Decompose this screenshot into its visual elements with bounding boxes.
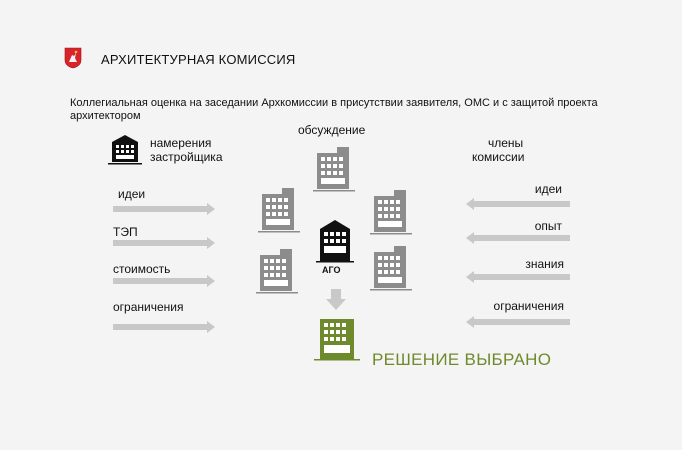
ago-label: АГО — [322, 265, 341, 275]
left-arrow-icon — [466, 232, 570, 244]
page-title: АРХИТЕКТУРНАЯ КОМИССИЯ — [101, 52, 296, 67]
result-label: РЕШЕНИЕ ВЫБРАНО — [372, 350, 552, 369]
left-item-ideas: идеи — [118, 187, 146, 201]
result-building-icon — [314, 317, 360, 368]
right-heading-line1: члены — [488, 136, 524, 150]
right-item-limits: ограничения — [493, 299, 564, 313]
center-heading: обсуждение — [298, 123, 366, 137]
building-icon — [258, 186, 300, 241]
moscow-coat-of-arms-icon — [64, 47, 82, 69]
building-icon — [370, 188, 412, 243]
building-icon — [370, 244, 412, 299]
right-arrow-icon — [113, 275, 215, 287]
right-arrow-icon — [113, 321, 215, 333]
left-item-tep: ТЭП — [113, 225, 138, 239]
left-heading-line2: застройщика — [150, 150, 223, 164]
right-heading-line2: комиссии — [472, 150, 525, 164]
left-arrow-icon — [466, 271, 570, 283]
right-arrow-icon — [113, 203, 215, 215]
building-icon — [256, 247, 298, 302]
left-heading-line1: намерения — [150, 136, 212, 150]
right-item-ideas: идеи — [534, 182, 562, 196]
left-item-cost: стоимость — [113, 262, 171, 276]
left-arrow-icon — [466, 198, 570, 210]
developer-building-icon — [108, 132, 142, 175]
down-arrow-icon — [326, 289, 346, 316]
left-item-limits: ограничения — [113, 300, 184, 314]
right-arrow-icon — [113, 237, 215, 249]
left-arrow-icon — [466, 316, 570, 328]
building-icon — [313, 145, 355, 200]
right-item-knowledge: знания — [525, 257, 564, 271]
right-item-experience: опыт — [534, 219, 562, 233]
ago-building-icon — [316, 217, 354, 268]
subtitle: Коллегиальная оценка на заседании Архком… — [70, 97, 598, 122]
